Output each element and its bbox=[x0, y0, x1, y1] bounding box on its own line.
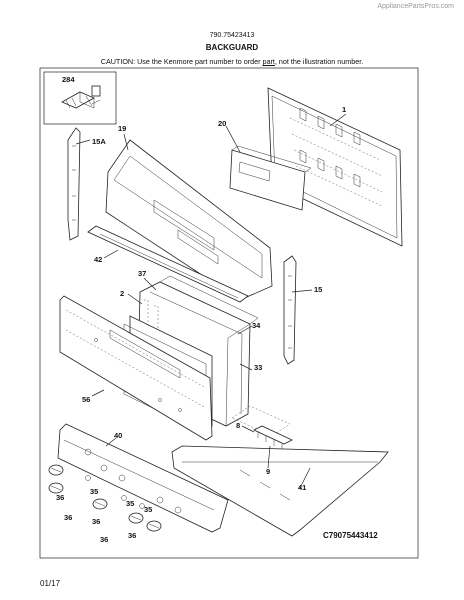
caution-underlined: part bbox=[262, 57, 275, 66]
callout-9: 9 bbox=[266, 467, 270, 476]
drawing-number: C79075443412 bbox=[323, 531, 378, 540]
control-board bbox=[229, 145, 312, 211]
callout-284: 284 bbox=[62, 75, 75, 84]
callout-36-c: 36 bbox=[92, 517, 100, 526]
callout-36-a: 36 bbox=[56, 493, 64, 502]
leader-lines bbox=[75, 113, 347, 489]
diagram-frame bbox=[39, 67, 419, 559]
callout-35-a: 35 bbox=[90, 487, 98, 496]
callout-19: 19 bbox=[118, 124, 126, 133]
callout-36-b: 36 bbox=[64, 513, 72, 522]
callout-34: 34 bbox=[252, 321, 261, 330]
caution-note: CAUTION: Use the Kenmore part number to … bbox=[0, 58, 464, 65]
callout-2: 2 bbox=[120, 289, 124, 298]
callout-8: 8 bbox=[236, 421, 240, 430]
callout-15a: 15A bbox=[92, 137, 106, 146]
left-end-bracket bbox=[67, 127, 81, 241]
page-code: 01/17 bbox=[40, 579, 61, 588]
control-knobs bbox=[48, 464, 162, 532]
switch-block bbox=[231, 405, 293, 450]
rear-panel bbox=[267, 87, 403, 247]
callout-20: 20 bbox=[218, 119, 226, 128]
model-number: 790.75423413 bbox=[209, 32, 255, 39]
callout-42: 42 bbox=[94, 255, 102, 264]
knob bbox=[128, 512, 144, 524]
callout-36-d: 36 bbox=[100, 535, 108, 544]
trim-strip bbox=[87, 225, 249, 303]
callout-56: 56 bbox=[82, 395, 90, 404]
manifold-cover bbox=[171, 445, 389, 537]
callout-35-b: 35 bbox=[126, 499, 134, 508]
wire-harness-inset bbox=[43, 71, 117, 125]
callout-33: 33 bbox=[254, 363, 262, 372]
control-panel bbox=[57, 423, 229, 533]
rear-shield bbox=[59, 295, 213, 441]
backguard-trim bbox=[105, 139, 273, 301]
callout-40: 40 bbox=[114, 431, 122, 440]
callout-35-c: 35 bbox=[144, 505, 152, 514]
knob bbox=[146, 520, 162, 532]
callout-37: 37 bbox=[138, 269, 146, 278]
knob bbox=[48, 482, 64, 494]
right-end-bracket bbox=[283, 255, 297, 365]
knob bbox=[92, 498, 108, 510]
callout-36-e: 36 bbox=[128, 531, 136, 540]
caution-suffix: , not the illustration number. bbox=[274, 57, 364, 66]
callout-41: 41 bbox=[298, 483, 306, 492]
watermark: AppliancePartsPros.com bbox=[377, 3, 454, 10]
callout-15: 15 bbox=[314, 285, 322, 294]
section-title: BACKGUARD bbox=[205, 43, 259, 52]
caution-prefix: CAUTION: Use the Kenmore part number to … bbox=[100, 57, 263, 66]
callout-1: 1 bbox=[342, 105, 346, 114]
knob bbox=[48, 464, 64, 476]
